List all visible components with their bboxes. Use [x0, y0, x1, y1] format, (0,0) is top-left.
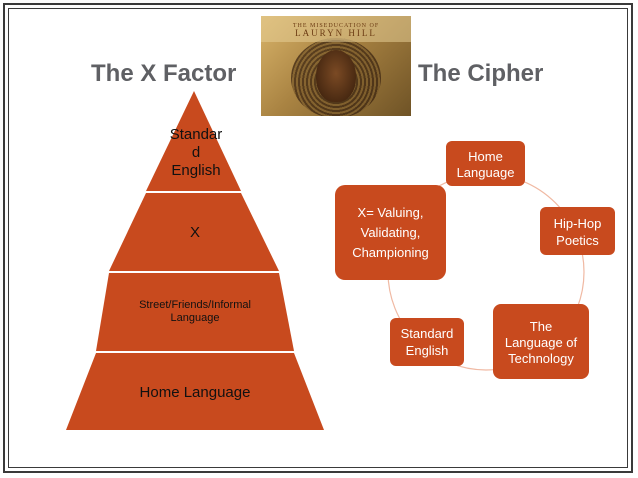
- album-title-line-2: LAURYN HILL: [295, 28, 377, 38]
- cycle-node-home-language: [446, 141, 525, 186]
- node-4-label-line-1: Standard: [401, 326, 454, 341]
- pyramid: Standar d English X Street/Friends/Infor…: [66, 91, 324, 430]
- node-5-label-line-3: Championing: [352, 245, 429, 260]
- album-cover-image: THE MISEDUCATION OF LAURYN HILL: [261, 16, 411, 116]
- node-3-label-line-2: Language of: [505, 335, 578, 350]
- slide-inner-border: [8, 8, 628, 468]
- tier-1-label-line-3: English: [171, 162, 220, 179]
- node-4-label-line-2: English: [406, 343, 449, 358]
- tier-3-label-line-2: Language: [171, 312, 220, 324]
- tier-1-label-line-1: Standar: [170, 126, 223, 143]
- tier-2-label: X: [190, 224, 200, 241]
- node-3-label-line-3: Technology: [508, 351, 574, 366]
- tier-3-label-line-1: Street/Friends/Informal: [139, 299, 251, 311]
- tier-4-label: Home Language: [140, 384, 251, 401]
- slide-outer-border: [3, 3, 633, 473]
- node-5-label-line-1: X= Valuing,: [358, 205, 424, 220]
- node-1-label-line-1: Home: [468, 149, 503, 164]
- cipher-cycle: Home Language Hip-Hop Poetics The Langua…: [335, 141, 615, 379]
- album-title-band: [261, 16, 411, 42]
- pyramid-tier-2: [109, 193, 279, 271]
- node-3-label-line-1: The: [530, 319, 552, 334]
- node-2-label-line-2: Poetics: [556, 233, 599, 248]
- tier-1-label-line-2: d: [192, 144, 200, 161]
- x-factor-heading: The X Factor: [91, 60, 237, 87]
- node-2-label-line-1: Hip-Hop: [554, 216, 602, 231]
- album-title-logo: THE MISEDUCATION OF LAURYN HILL: [293, 23, 379, 38]
- pyramid-tier-1: [146, 91, 241, 191]
- node-1-label-line-2: Language: [457, 165, 515, 180]
- cycle-node-x-valuing: [335, 185, 446, 280]
- album-title-line-1: THE MISEDUCATION OF: [293, 23, 379, 29]
- pyramid-tier-3: [96, 273, 294, 351]
- pyramid-tier-4: [66, 353, 324, 430]
- node-5-label-line-2: Validating,: [361, 225, 421, 240]
- cycle-node-standard-english: [390, 318, 464, 366]
- cycle-node-hip-hop-poetics: [540, 207, 615, 255]
- cipher-heading: The Cipher: [418, 60, 544, 87]
- cycle-node-language-of-technology: [493, 304, 589, 379]
- album-portrait-face: [316, 50, 356, 102]
